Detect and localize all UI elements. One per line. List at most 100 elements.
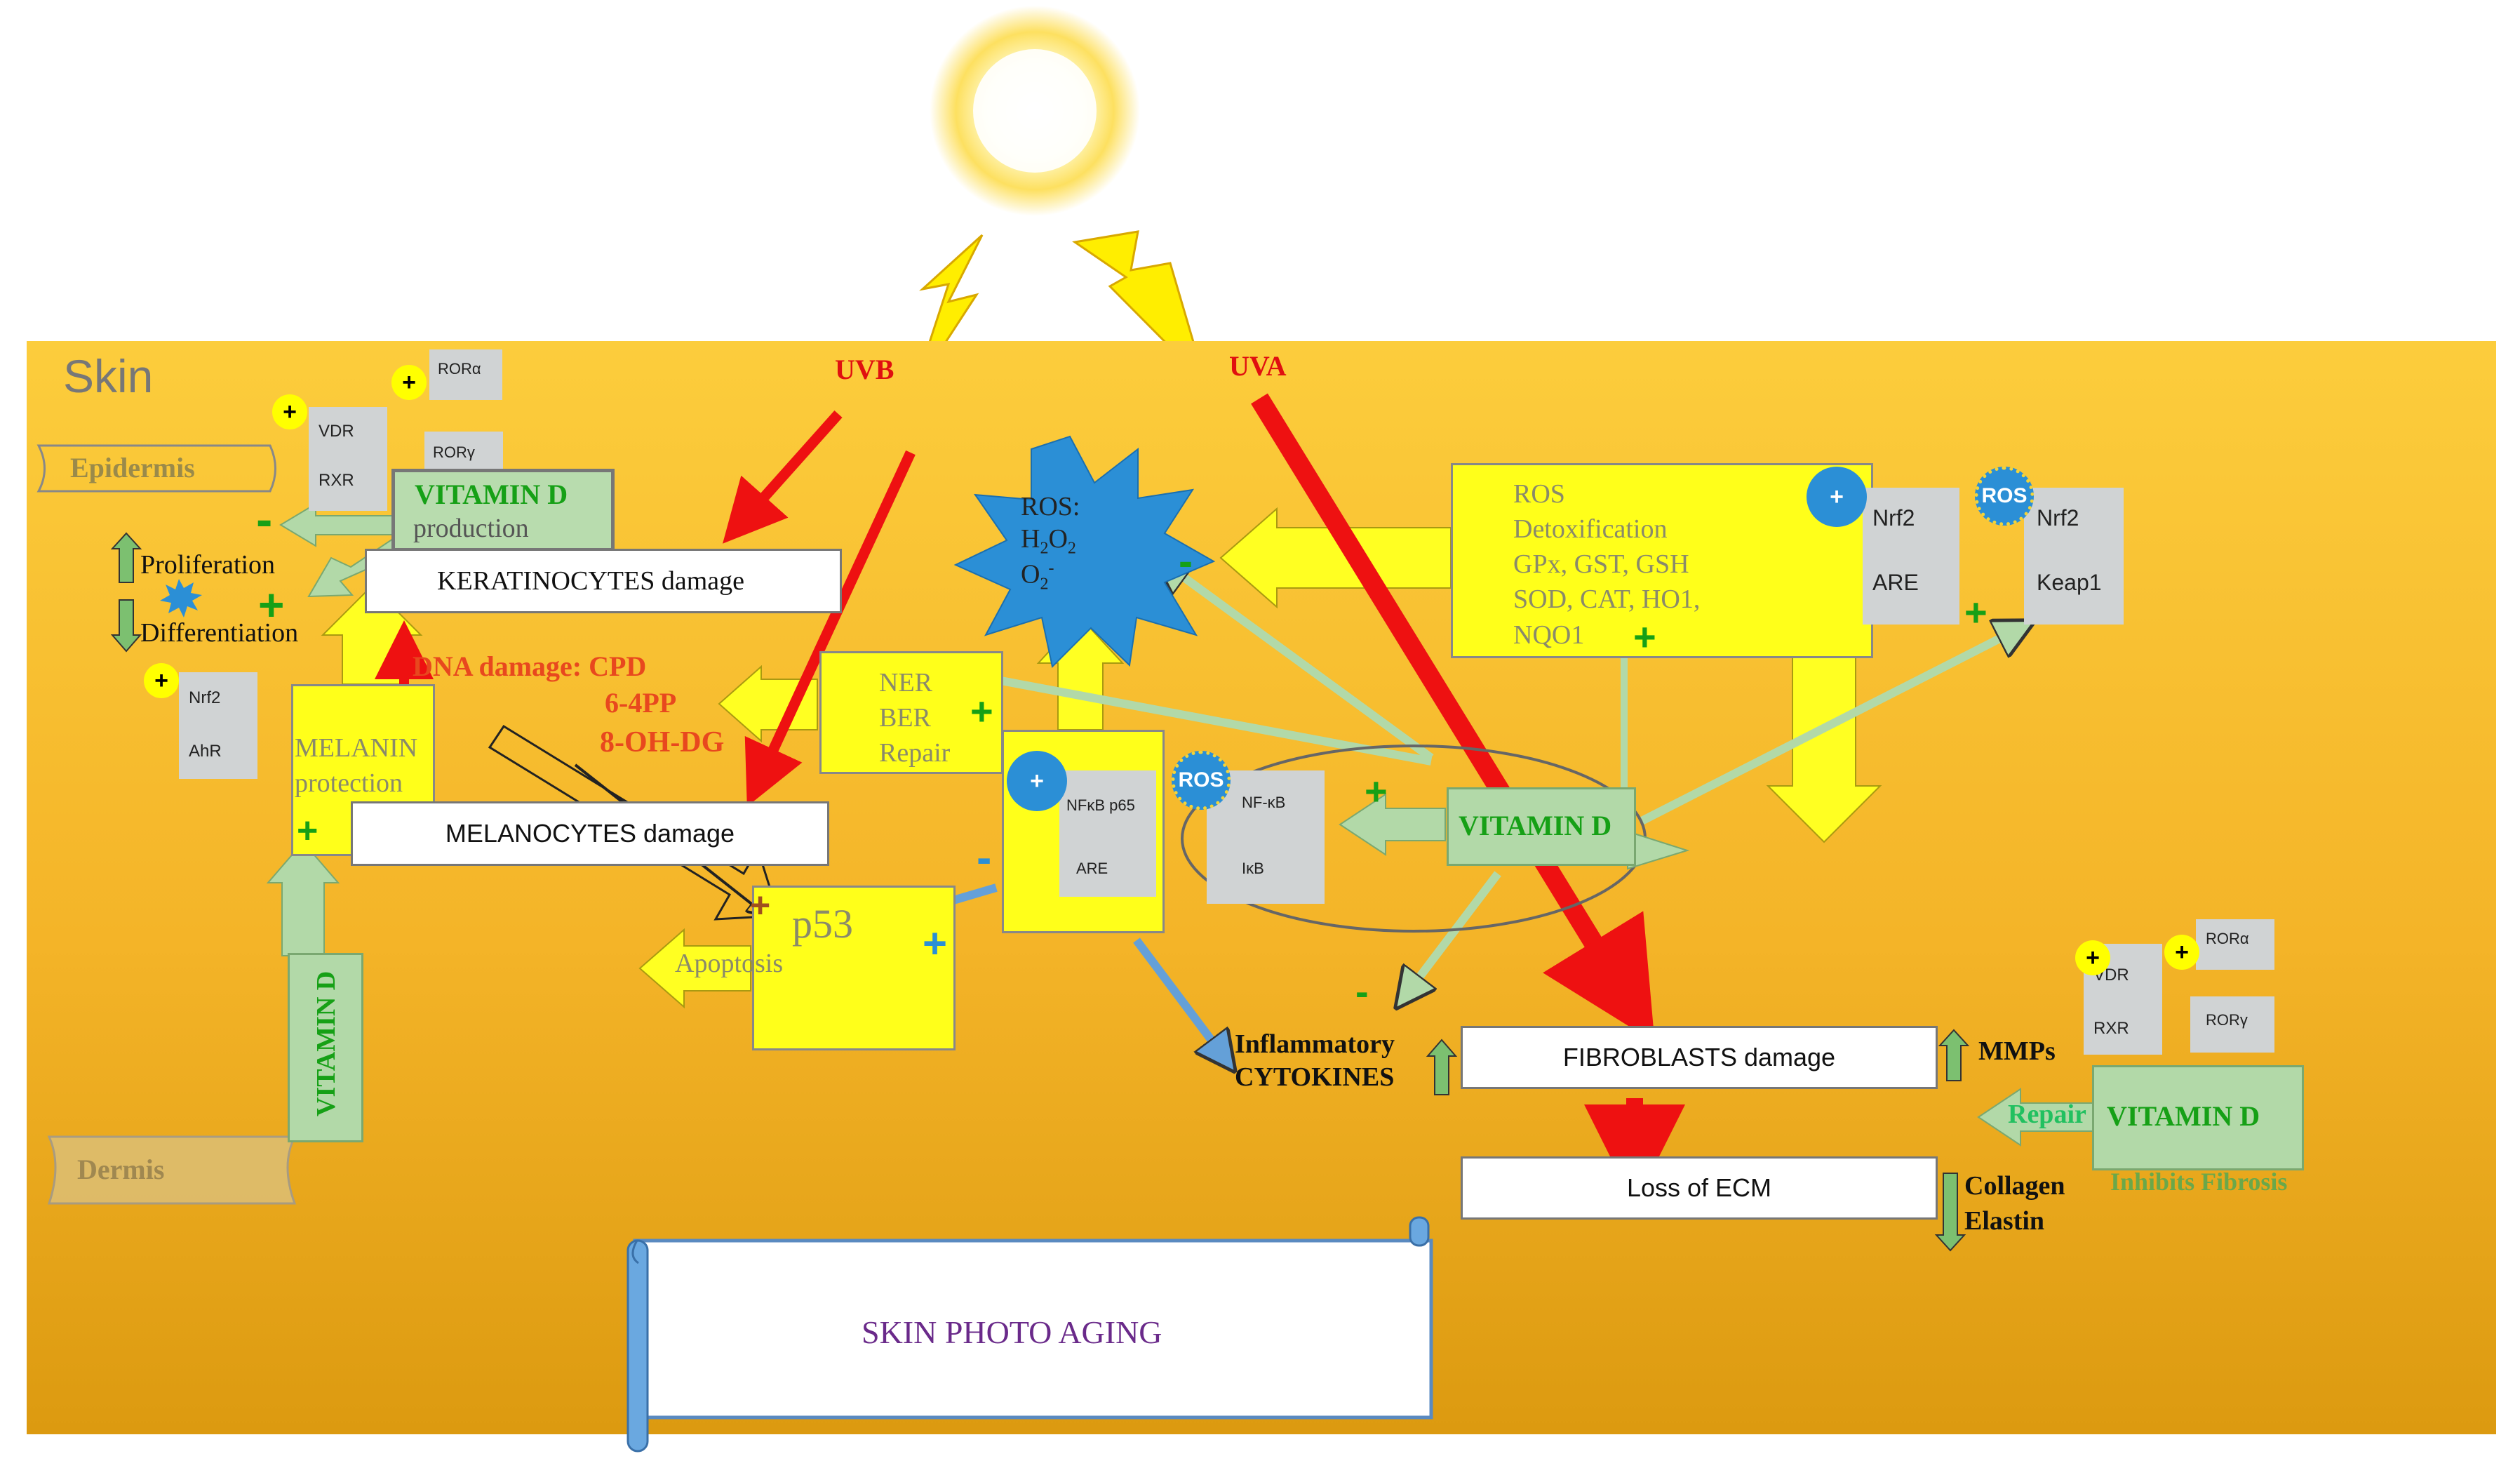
dermis-label: Dermis [77, 1154, 165, 1185]
right-ror-gamma-label: RORγ [2206, 1011, 2248, 1029]
minus-sign-ros: - [1179, 538, 1193, 585]
vitd-to-ros-arrow [1172, 568, 1434, 761]
differentiation-label: Differentiation [140, 618, 299, 648]
plus-sign-vitd-center: + [1365, 769, 1388, 813]
detox-down-arrow [1766, 655, 1882, 843]
ros-detox-line1: ROS [1513, 479, 1565, 509]
ros-detox-box: ROS Detoxification GPx, GST, GSH SOD, CA… [1451, 463, 1873, 658]
uva-label: UVA [1229, 350, 1287, 382]
plus-sign-p53-right: + [923, 920, 948, 967]
proliferation-up-arrow-icon [110, 532, 142, 583]
plus-sign-melanin: + [297, 810, 319, 851]
plus-badge-vdr: + [272, 394, 307, 429]
inhibits-fibrosis-label: Inhibits Fibrosis [2110, 1168, 2288, 1196]
vitamin-d-production-line2: production [413, 514, 529, 543]
vitd-to-ner-arrow [982, 677, 1433, 766]
plus-badge-nrf2-ahr: + [144, 663, 179, 698]
nrf2-left-label: Nrf2 [189, 688, 221, 707]
skin-photo-aging-scroll [626, 1216, 1433, 1453]
ros-detox-line5: NQO1 [1513, 620, 1585, 650]
ner-repair-box: NER BER Repair + [819, 651, 1003, 774]
nrf2-are-are-label: ARE [1872, 570, 1919, 595]
receptor-ror-alpha-box: RORα [429, 349, 502, 400]
vitamin-d-center-label: VITAMIN D [1459, 810, 1612, 841]
p53-box: p53 + + [750, 886, 956, 1050]
vitamin-d-right-label: VITAMIN D [2107, 1100, 2260, 1132]
ros-detox-arrow [1219, 507, 1452, 609]
collagen-down-arrow-icon [1934, 1173, 1966, 1252]
ror-gamma-label: RORγ [433, 443, 475, 461]
ros-detox-line4: SOD, CAT, HO1, [1513, 585, 1701, 615]
skin-label: Skin [63, 350, 154, 402]
vitamin-d-vertical-box: VITAMIN D [288, 953, 363, 1142]
proliferation-label: Proliferation [140, 550, 276, 580]
plus-badge-right-vdr: + [2075, 940, 2110, 975]
plus-sign-keap1: + [1964, 590, 1988, 634]
inflammatory-line2: CYTOKINES [1235, 1062, 1395, 1092]
melanocytes-damage-label: MELANOCYTES damage [445, 819, 735, 848]
vitamin-d-production-line1: VITAMIN D [415, 479, 568, 510]
apoptosis-label: Apoptosis [675, 949, 784, 978]
p53-left-arrow [638, 928, 751, 1009]
ros-star-line2: H2O2 [1021, 523, 1076, 558]
nrf2-are-box: Nrf2 ARE [1863, 488, 1959, 625]
receptor-right-ror-alpha-box: RORα [2196, 919, 2274, 970]
ros-badge-keap1: ROS [1975, 467, 2034, 526]
plus-badge-ror: + [391, 365, 427, 400]
ros-detox-text: ROS Detoxification GPx, GST, GSH SOD, CA… [1513, 476, 1700, 653]
nrf2-ahr-box: Nrf2 AhR [179, 672, 257, 779]
melanocytes-damage-box: MELANOCYTES damage [351, 801, 829, 866]
loss-of-ecm-label: Loss of ECM [1626, 1173, 1772, 1202]
vitamin-d-vertical-label: VITAMIN D [311, 970, 341, 1116]
vitamin-d-right-box: VITAMIN D [2092, 1065, 2304, 1170]
repair-right-label: Repair [2008, 1100, 2086, 1129]
melanin-line1: MELANIN [295, 733, 418, 763]
ros-detox-line3: GPx, GST, GSH [1513, 549, 1689, 580]
right-rxr-label: RXR [2093, 1019, 2129, 1038]
loss-of-ecm-box: Loss of ECM [1461, 1156, 1938, 1220]
plus-badge-right-ror: + [2164, 935, 2199, 970]
plus-badge-nfkb: + [1007, 751, 1067, 811]
keratinocytes-damage-box: KERATINOCYTES damage [365, 549, 842, 613]
proliferation-star-icon [160, 579, 202, 618]
ror-alpha-label: RORα [438, 360, 481, 378]
minus-sign-fibroblast: - [1355, 969, 1369, 1013]
differentiation-down-arrow-icon [110, 599, 142, 653]
ros-detox-line2: Detoxification [1513, 514, 1668, 545]
plus-badge-nrf2: + [1807, 467, 1867, 527]
dermis-banner [47, 1135, 297, 1205]
plus-sign-proliferation: + [258, 580, 285, 630]
dna-damage-line3: 8-OH-DG [600, 726, 725, 759]
minus-sign-epidermis: - [256, 492, 273, 547]
nfkb-p65-label: NFκB p65 [1066, 796, 1135, 814]
keratinocytes-damage-label: KERATINOCYTES damage [437, 566, 744, 596]
uvb-label: UVB [835, 354, 894, 385]
vitd-up-arrow [266, 841, 340, 956]
ros-badge-nfkb: ROS [1172, 751, 1231, 810]
receptor-vdr-rxr-box: VDR RXR [309, 407, 387, 511]
receptor-right-ror-gamma-box: RORγ [2190, 996, 2274, 1053]
sun-core [973, 49, 1097, 173]
vitd-to-fibroblast-arrow [1410, 871, 1501, 989]
vitamin-d-center-box: VITAMIN D [1447, 787, 1636, 866]
vitd-production-left-arrow [279, 502, 394, 547]
dna-damage-line2: 6-4PP [605, 687, 677, 719]
fibroblasts-damage-label: FIBROBLASTS damage [1562, 1043, 1836, 1072]
mmps-up-arrow-icon [1938, 1029, 1970, 1081]
plus-sign-p53: + [750, 886, 771, 925]
ber-label: BER [879, 703, 931, 733]
vitamin-d-production-box: VITAMIN D production [391, 469, 615, 552]
vitd-to-nfkb-arrow [1339, 793, 1446, 856]
p53-label: p53 [792, 901, 853, 947]
epidermis-label: Epidermis [70, 452, 195, 483]
uva-to-fibroblasts-arrow [1251, 393, 1655, 1043]
cytokines-up-arrow-icon [1426, 1039, 1458, 1095]
repair-label: Repair [879, 738, 951, 768]
nrf2-keap1-nrf2-label: Nrf2 [2037, 505, 2079, 530]
ros-star-line1: ROS: [1021, 492, 1080, 521]
epidermis-banner [36, 444, 276, 493]
inflammatory-line1: Inflammatory [1235, 1029, 1395, 1059]
are-left-label: ARE [1076, 860, 1108, 877]
fibroblasts-damage-box: FIBROBLASTS damage [1461, 1026, 1938, 1089]
nfkb-p65-are-box: NFκB p65 ARE [1059, 770, 1156, 897]
